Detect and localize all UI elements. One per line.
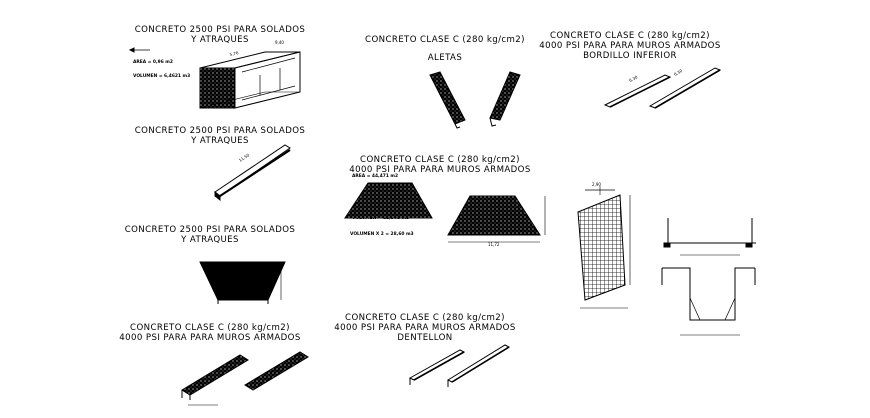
section-bottom-right <box>661 267 756 336</box>
area-annotation: AREA = 44,471 m2 <box>352 174 399 179</box>
label-solados-1: CONCRETO 2500 PSI PARA SOLADOS Y ATRAQUE… <box>120 25 320 45</box>
label-line: CONCRETO CLASE C (280 kg/cm2) <box>550 31 710 41</box>
label-line: 4000 PSI PARA PARA MUROS ARMADOS <box>334 323 516 333</box>
svg-text:6,30: 6,30 <box>673 68 684 77</box>
bordillo-inferior: 6,30 6,30 <box>603 67 722 109</box>
label-line: CONCRETO 2500 PSI PARA SOLADOS <box>124 225 296 235</box>
label-line: CONCRETO 2500 PSI PARA SOLADOS <box>134 25 306 35</box>
svg-text:2,90: 2,90 <box>592 182 601 187</box>
label-aletas: ALETAS <box>427 53 463 63</box>
label-bordillo: CONCRETO CLASE C (280 kg/cm2) 4000 PSI P… <box>530 31 730 61</box>
label-line: BORDILLO INFERIOR <box>583 51 677 61</box>
label-muros-armados: CONCRETO CLASE C (280 kg/cm2) 4000 PSI P… <box>340 155 540 175</box>
area-annotation: AREA = 0,96 m2 <box>133 60 173 65</box>
dentellon <box>408 344 511 387</box>
label-line: 4000 PSI PARA PARA MUROS ARMADOS <box>539 41 721 51</box>
solado-trapezoid <box>199 261 286 304</box>
label-line: Y ATRAQUES <box>191 136 249 146</box>
muro-slab-bottom-2 <box>244 351 309 391</box>
muro-slab-bottom-1 <box>181 354 249 406</box>
label-solados-2: CONCRETO 2500 PSI PARA SOLADOS Y ATRAQUE… <box>120 126 320 146</box>
volumen-x2-annotation: VOLUMEN X 2 = 28,60 m3 <box>350 232 414 237</box>
label-line: DENTELLON <box>397 333 453 343</box>
svg-text:11,50: 11,50 <box>238 152 251 163</box>
label-line: CONCRETO CLASE C (280 kg/cm2) <box>130 323 290 333</box>
label-line: 4000 PSI PARA PARA MUROS ARMADOS <box>119 333 301 343</box>
label-line: 4000 PSI PARA PARA MUROS ARMADOS <box>349 165 531 175</box>
svg-text:5,76: 5,76 <box>229 50 239 57</box>
culvert-box-isometric: 5,76 9,40 <box>128 40 301 109</box>
label-muros-bottom: CONCRETO CLASE C (280 kg/cm2) 4000 PSI P… <box>110 323 310 343</box>
muro-armado-grid-elevation: 2,90 <box>577 182 631 309</box>
muro-armado-trapezoid-1 <box>344 182 433 219</box>
label-solados-3: CONCRETO 2500 PSI PARA SOLADOS Y ATRAQUE… <box>110 225 310 245</box>
label-line: Y ATRAQUES <box>181 235 239 245</box>
svg-text:6,30: 6,30 <box>628 74 639 83</box>
svg-text:9,40: 9,40 <box>275 40 284 45</box>
label-line: CONCRETO 2500 PSI PARA SOLADOS <box>134 126 306 136</box>
muro-armado-trapezoid-2: 11,72 <box>447 195 546 247</box>
solado-slab: 11,50 <box>214 144 291 202</box>
label-aletas-title: CONCRETO CLASE C (280 kg/cm2) <box>365 35 525 45</box>
section-top-right <box>663 218 756 256</box>
label-line: CONCRETO CLASE C (280 kg/cm2) <box>360 155 520 165</box>
label-line: Y ATRAQUES <box>191 35 249 45</box>
aletas-wing-walls <box>429 71 521 129</box>
volumen-annotation: VOLUMEN = 6,4621 m3 <box>133 74 191 79</box>
svg-text:11,72: 11,72 <box>488 242 500 247</box>
label-line: CONCRETO CLASE C (280 kg/cm2) <box>345 313 505 323</box>
label-dentellon: CONCRETO CLASE C (280 kg/cm2) 4000 PSI P… <box>325 313 525 343</box>
